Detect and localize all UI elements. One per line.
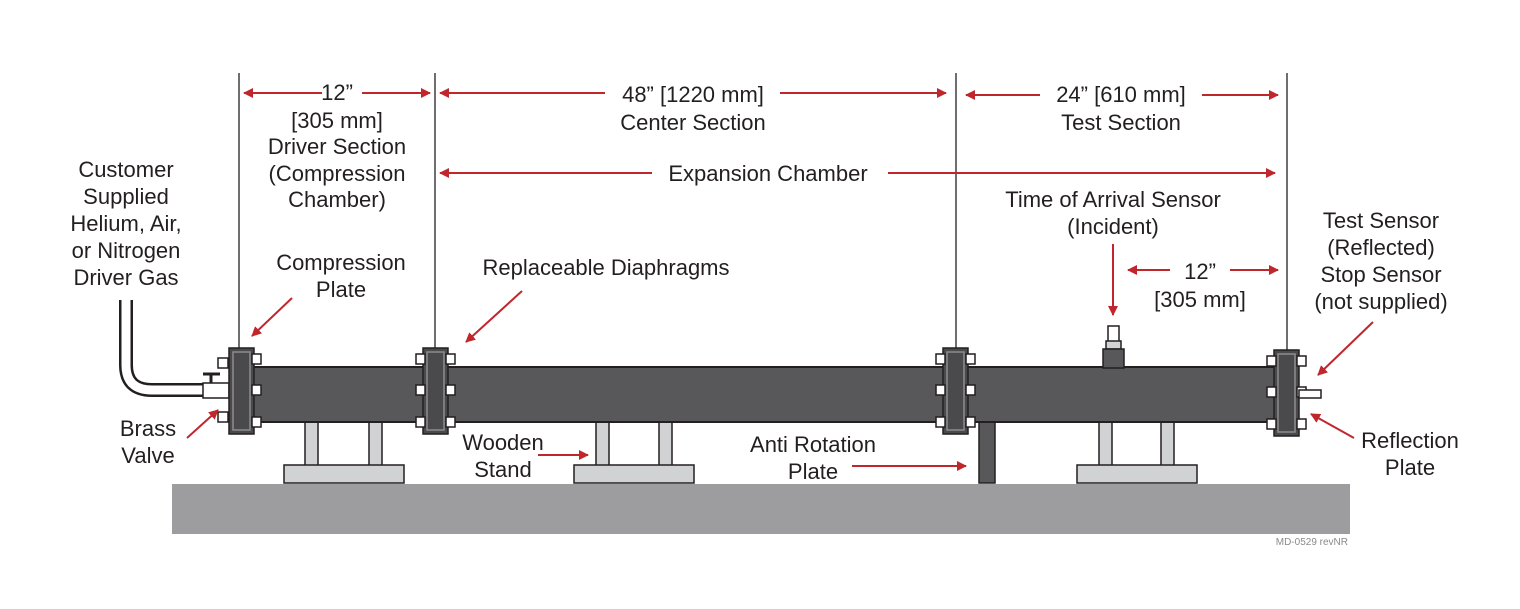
- reflection-plate-arrow: [1310, 413, 1355, 439]
- floor: [172, 484, 1350, 534]
- anti-rotation-label-2: Plate: [788, 459, 838, 484]
- flange-compression-plate: [228, 347, 262, 435]
- driver-length-mm: [305 mm]: [291, 108, 383, 133]
- gas-supply-pipe: [119, 300, 214, 397]
- compression-plate-label-2: Plate: [316, 277, 366, 302]
- flange-diaphragm-2: [935, 347, 976, 435]
- wooden-stand-2: [573, 413, 695, 484]
- toa-sensor-label-2: (Incident): [1067, 214, 1159, 239]
- test-sensor-label-1: Test Sensor: [1323, 208, 1439, 233]
- test-sensor-label-3: Stop Sensor: [1320, 262, 1441, 287]
- driver-section-name-3: Chamber): [288, 187, 386, 212]
- center-section-name: Center Section: [620, 110, 766, 135]
- test-sensor-label-4: (not supplied): [1314, 289, 1447, 314]
- test-sensor-arrow: [1317, 321, 1374, 376]
- reflection-plate-label-2: Plate: [1385, 455, 1435, 480]
- brass-valve-label-1: Brass: [120, 416, 176, 441]
- flange-reflection-plate: [1266, 349, 1322, 437]
- test-length: 24” [610 mm]: [1056, 82, 1186, 107]
- wooden-stand-label-2: Stand: [474, 457, 532, 482]
- wooden-stand-label-1: Wooden: [462, 430, 544, 455]
- driver-section-name-1: Driver Section: [268, 134, 406, 159]
- gas-label-line-3: Helium, Air,: [70, 211, 181, 236]
- diaphragms-arrow: [465, 290, 523, 343]
- gas-label-line-2: Supplied: [83, 184, 169, 209]
- expansion-chamber-label: Expansion Chamber: [668, 161, 867, 186]
- flange-diaphragm-1: [415, 347, 456, 435]
- reflection-plate-label-1: Reflection: [1361, 428, 1459, 453]
- drawing-number: MD-0529 revNR: [1276, 537, 1348, 548]
- compression-plate-label-1: Compression: [276, 250, 406, 275]
- wooden-stand-3: [1076, 413, 1198, 484]
- diaphragms-label: Replaceable Diaphragms: [482, 255, 729, 280]
- dimension-guide-lines: [238, 73, 1288, 350]
- anti-rotation-label-1: Anti Rotation: [750, 432, 876, 457]
- driver-section-tube: [249, 366, 427, 423]
- driver-length-in: 12”: [321, 80, 353, 105]
- sensor-spacing-mm: [305 mm]: [1154, 287, 1246, 312]
- test-sensor-label-2: (Reflected): [1327, 235, 1435, 260]
- center-length: 48” [1220 mm]: [622, 82, 764, 107]
- sensor-spacing-in: 12”: [1184, 259, 1216, 284]
- anti-rotation-plate: [978, 420, 996, 484]
- brass-valve-label-2: Valve: [121, 443, 174, 468]
- toa-sensor-label-1: Time of Arrival Sensor: [1005, 187, 1221, 212]
- gas-label-line-1: Customer: [78, 157, 173, 182]
- brass-valve-arrow: [186, 409, 219, 439]
- test-section-tube: [965, 366, 1277, 423]
- time-of-arrival-sensor: [1102, 325, 1125, 369]
- gas-label-line-4: or Nitrogen: [72, 238, 181, 263]
- gas-label-line-5: Driver Gas: [73, 265, 178, 290]
- test-section-name: Test Section: [1061, 110, 1181, 135]
- wooden-stand-1: [283, 413, 405, 484]
- center-section-tube: [445, 366, 945, 423]
- driver-section-name-2: (Compression: [269, 161, 406, 186]
- compression-plate-arrow: [251, 297, 293, 337]
